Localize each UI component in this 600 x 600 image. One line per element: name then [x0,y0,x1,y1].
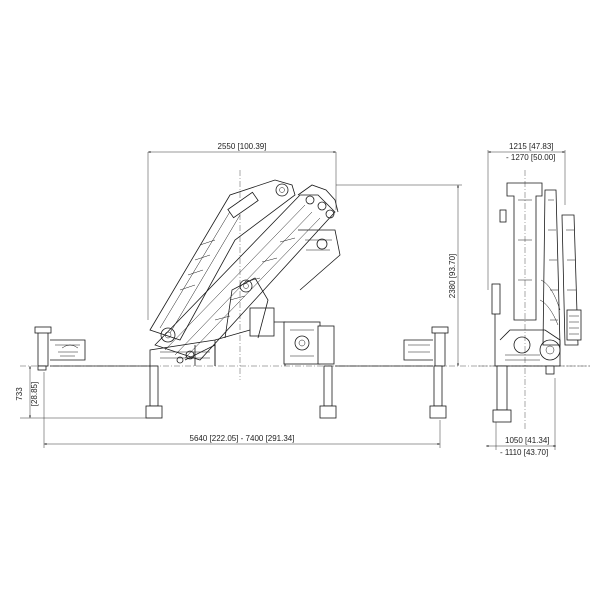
dim-boom-width-label: 2550 [100.39] [218,142,267,151]
dim-end-width-top: 1215 [47.83] - 1270 [50.00] [487,142,566,290]
end-view: 1215 [47.83] - 1270 [50.00] 1050 [41.34]… [478,142,590,457]
dim-end-width-top-1: 1215 [47.83] [509,142,553,151]
left-outrigger [34,326,150,367]
dim-end-width-bottom-1: 1050 [41.34] [505,436,549,445]
right-outrigger [335,326,449,367]
crane-base [149,307,335,366]
crane-column [224,277,269,339]
dim-end-width-bottom: 1050 [41.34] - 1110 [43.70] [486,378,556,457]
dim-total-height-label: 2380 [93.70] [448,254,457,298]
dim-leg-height-in: [28.85] [30,382,39,406]
dim-leg-height: 733 [28.85] [15,366,150,419]
side-view: 2550 [100.39] 2380 [93.70] 733 [28.85] 5… [15,142,590,448]
dim-boom-width: 2550 [100.39] [147,142,337,320]
support-legs [37,365,447,419]
dim-end-width-top-2: - 1270 [50.00] [506,153,555,162]
dim-outrigger-span: 5640 [222.05] - 7400 [291.34] [43,372,441,448]
dim-end-width-bottom-2: - 1110 [43.70] [500,448,548,457]
dim-leg-height-mm: 733 [15,387,24,401]
dim-total-height: 2380 [93.70] [336,184,462,366]
main-boom [149,179,296,343]
dim-outrigger-span-label: 5640 [222.05] - 7400 [291.34] [190,434,295,443]
